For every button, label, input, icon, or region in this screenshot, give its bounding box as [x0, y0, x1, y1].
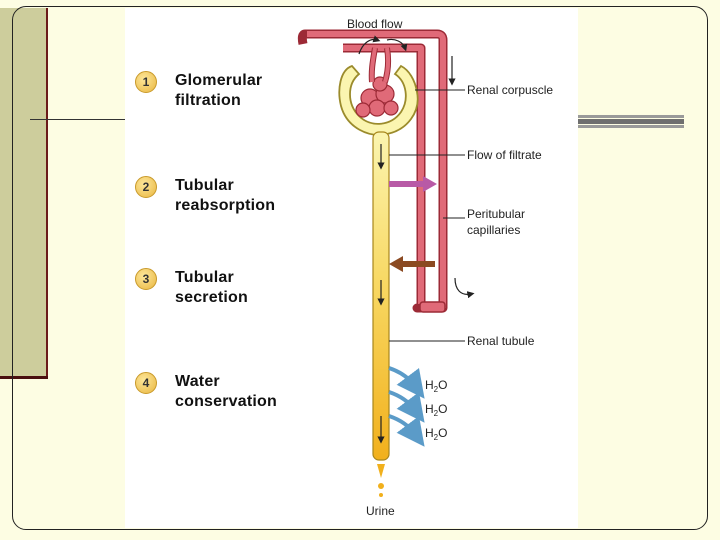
slide-divider-left	[30, 119, 126, 120]
flow-of-filtrate-label: Flow of filtrate	[467, 148, 542, 162]
urine-label: Urine	[366, 504, 395, 518]
water-label: H2O	[425, 402, 447, 418]
slide-divider-right	[578, 115, 684, 129]
blood-flow-label: Blood flow	[347, 17, 403, 31]
glomerulus	[355, 76, 399, 118]
step-label: Water conservation	[175, 373, 277, 410]
step-tubular-secretion: 3 Tubular secretion	[135, 268, 248, 308]
step-number-badge: 4	[135, 372, 157, 394]
step-label: Tubular secretion	[175, 269, 248, 306]
water-arrows	[388, 366, 425, 447]
water-label: H2O	[425, 378, 447, 394]
step-number-badge: 3	[135, 268, 157, 290]
step-label: Glomerular filtration	[175, 72, 263, 109]
slide-left-accent-line	[0, 376, 48, 379]
reabsorption-arrow	[389, 176, 437, 192]
step-number-badge: 2	[135, 176, 157, 198]
water-label: H2O	[425, 426, 447, 442]
nephron-diagram: Blood flow Renal corpuscle Flow of filtr…	[297, 17, 553, 518]
renal-tubule-label: Renal tubule	[467, 334, 535, 348]
step-water-conservation: 4 Water conservation	[135, 372, 277, 412]
secretion-arrow	[389, 256, 435, 272]
step-list: 1 Glomerular filtration 2 Tubular reabso…	[125, 8, 305, 528]
step-tubular-reabsorption: 2 Tubular reabsorption	[135, 176, 275, 216]
renal-corpuscle-label: Renal corpuscle	[467, 83, 553, 97]
step-glomerular-filtration: 1 Glomerular filtration	[135, 71, 262, 111]
urine-drop	[377, 464, 385, 478]
peritubular-capillaries-label-2: capillaries	[467, 223, 520, 237]
slide-left-band	[0, 8, 48, 376]
diagram-panel: 1 Glomerular filtration 2 Tubular reabso…	[125, 8, 578, 528]
peritubular-capillaries-label-1: Peritubular	[467, 207, 525, 221]
step-label: Tubular reabsorption	[175, 177, 276, 214]
step-number-badge: 1	[135, 71, 157, 93]
